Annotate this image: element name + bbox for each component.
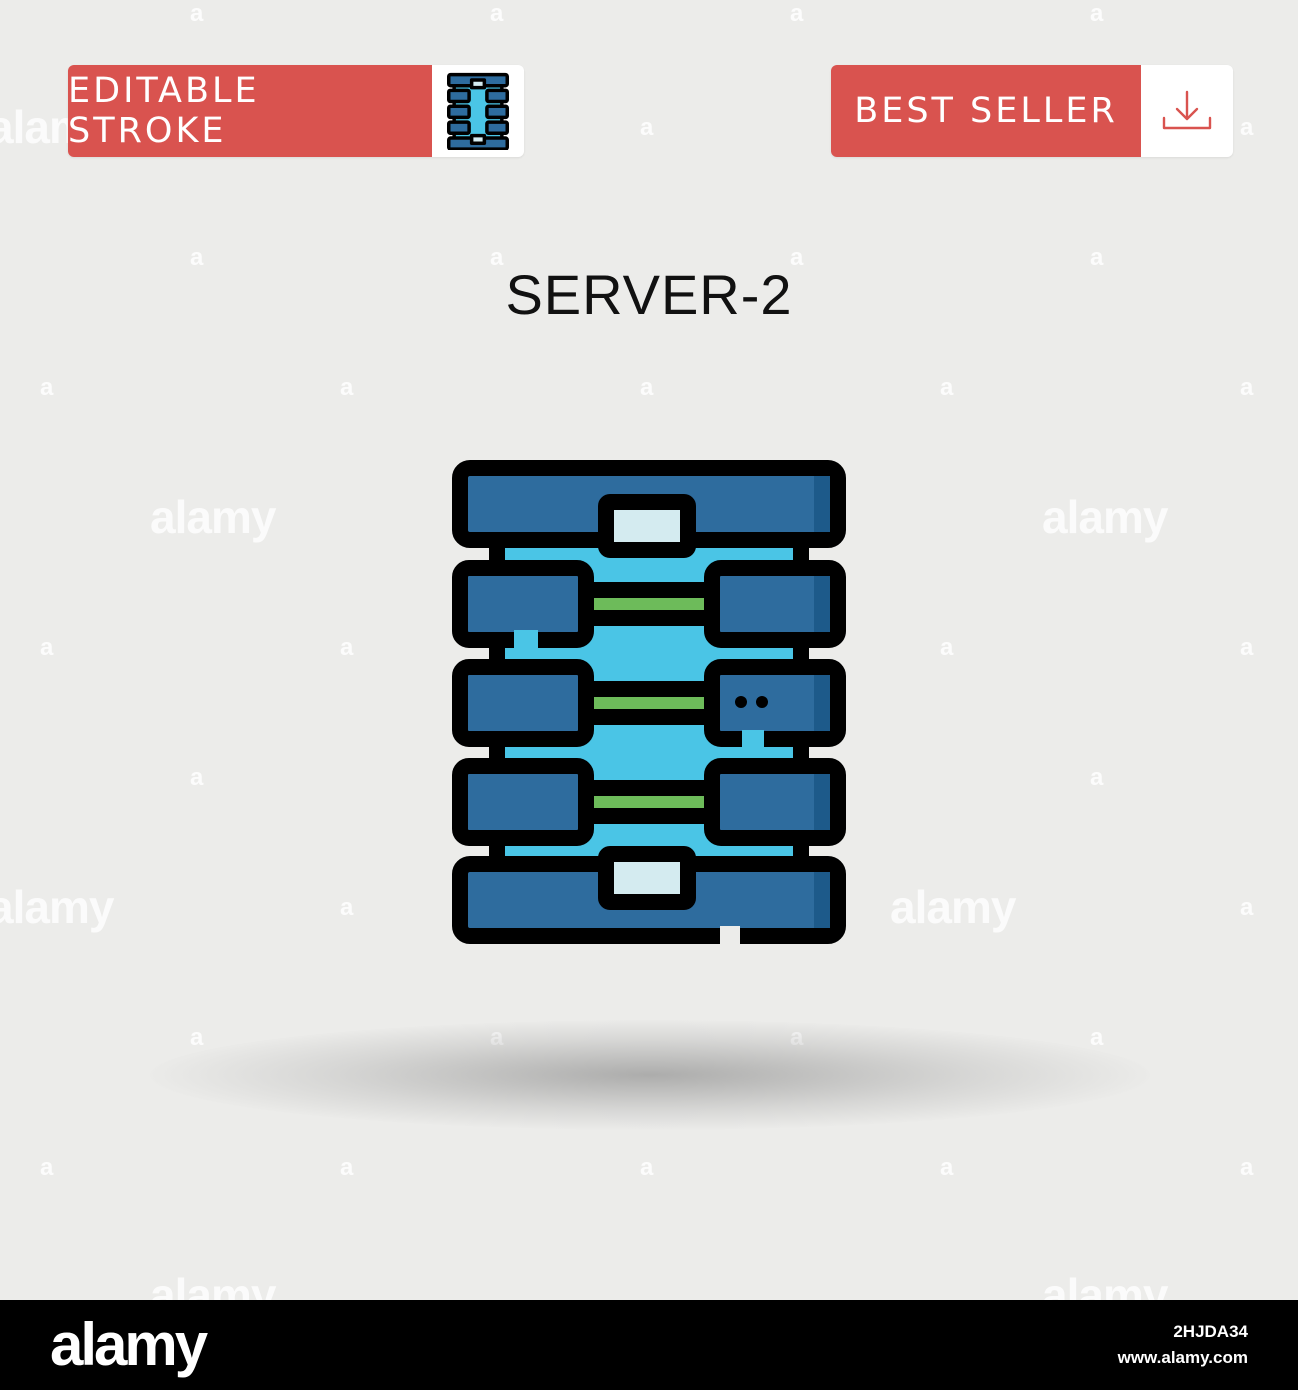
editable-stroke-badge: EDITABLE STROKE	[68, 65, 524, 157]
watermark-letter: a	[340, 894, 354, 921]
watermark-letter: a	[340, 374, 354, 401]
watermark-text: alamy	[150, 491, 276, 543]
canvas: alamy alamy alamy alamy alamy alamy alam…	[0, 0, 1254, 1300]
watermark-letter: a	[640, 374, 654, 401]
watermark-letter: a	[490, 244, 504, 271]
watermark-letter: a	[40, 634, 54, 661]
watermark-letter: a	[1090, 764, 1104, 791]
watermark-letter: a	[40, 1154, 54, 1181]
server-rack-icon	[452, 460, 846, 944]
footer-bar: alamy 2HJDA34 www.alamy.com	[0, 1300, 1298, 1390]
watermark-letter: a	[640, 1154, 654, 1181]
watermark-letter: a	[1240, 894, 1254, 921]
watermark-letter: a	[940, 1154, 954, 1181]
watermark-letter: a	[1240, 634, 1254, 661]
watermark-letter: a	[340, 1154, 354, 1181]
watermark-letter: a	[790, 244, 804, 271]
server-rack-icon	[447, 72, 509, 150]
watermark-text: alamy	[0, 881, 114, 933]
watermark-letter: a	[940, 634, 954, 661]
watermark-letter: a	[190, 1024, 204, 1051]
watermark-letter: a	[1240, 114, 1254, 141]
watermark-letter: a	[640, 114, 654, 141]
watermark-letter: a	[1090, 244, 1104, 271]
watermark-letter: a	[190, 764, 204, 791]
watermark-letter: a	[940, 374, 954, 401]
watermark-letter: a	[1090, 0, 1104, 27]
download-icon	[1162, 90, 1212, 130]
best-seller-badge: BEST SELLER	[831, 65, 1233, 157]
best-seller-label: BEST SELLER	[831, 65, 1141, 157]
watermark-text: alamy	[150, 1269, 276, 1300]
watermark-text: alamy	[1042, 1269, 1168, 1300]
watermark-letter: a	[340, 634, 354, 661]
watermark-text: alamy	[1042, 491, 1168, 543]
image-id: 2HJDA34	[1173, 1322, 1248, 1341]
watermark-text: alamy	[890, 881, 1016, 933]
watermark-letter: a	[1240, 374, 1254, 401]
editable-stroke-label: EDITABLE STROKE	[68, 65, 432, 157]
watermark-letter: a	[1240, 1154, 1254, 1181]
icon-shadow	[150, 1020, 1150, 1130]
watermark-letter: a	[1090, 1024, 1104, 1051]
badge-icon-container	[432, 65, 524, 157]
watermark-letter: a	[190, 244, 204, 271]
watermark-letter: a	[190, 0, 204, 27]
icon-title: SERVER-2	[505, 263, 793, 326]
alamy-logo: alamy	[50, 1311, 208, 1378]
watermark-letter: a	[490, 0, 504, 27]
watermark-letter: a	[40, 374, 54, 401]
download-button[interactable]	[1141, 65, 1233, 157]
site-url[interactable]: www.alamy.com	[1117, 1348, 1248, 1367]
watermark-letter: a	[790, 0, 804, 27]
